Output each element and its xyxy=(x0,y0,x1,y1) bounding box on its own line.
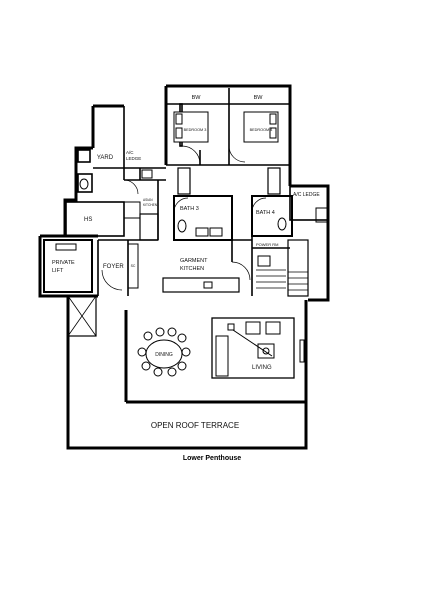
label-ac-ledge-left: A/C xyxy=(126,150,134,155)
label-yard: YARD xyxy=(97,155,114,161)
label-asian-kitchen-2: KITCHEN xyxy=(143,203,158,207)
label-asian-kitchen: ASIAN xyxy=(143,198,153,202)
room-labels: BW BW BEDROOM 3 BEDROOM 4 YARD A/C LEDGE… xyxy=(52,95,320,430)
exterior-walls xyxy=(38,84,330,450)
door-swings xyxy=(101,145,267,291)
dining-table xyxy=(137,327,191,377)
label-bath-4: BATH 4 xyxy=(256,210,275,216)
label-foyer: FOYER xyxy=(103,264,124,270)
label-open-roof-terrace: OPEN ROOF TERRACE xyxy=(151,421,239,430)
label-bedroom-4: BEDROOM 4 xyxy=(250,128,273,132)
label-private-lift-2: LIFT xyxy=(52,268,64,274)
label-living: LIVING xyxy=(252,365,272,371)
label-bath-3: BATH 3 xyxy=(180,206,199,212)
living-furniture xyxy=(215,321,281,377)
label-power-rm: POWER RM xyxy=(256,242,278,247)
label-garment-kitchen: GARMENT xyxy=(180,258,208,264)
furniture xyxy=(79,111,287,267)
label-bedroom-3: BEDROOM 3 xyxy=(184,128,207,132)
interior-walls xyxy=(43,88,329,379)
label-private-lift: PRIVATE xyxy=(52,260,75,266)
label-ac-ledge-left-2: LEDGE xyxy=(126,156,141,161)
label-garment-kitchen-2: KITCHEN xyxy=(180,266,204,272)
plan-caption: Lower Penthouse xyxy=(182,455,242,462)
label-bw-right: BW xyxy=(254,95,264,101)
label-ac-ledge-right: A/C LEDGE xyxy=(293,192,320,198)
label-sc: SC xyxy=(131,264,136,268)
label-bw-left: BW xyxy=(192,95,202,101)
label-hs: HS xyxy=(84,217,92,223)
label-dining: DINING xyxy=(155,352,173,358)
